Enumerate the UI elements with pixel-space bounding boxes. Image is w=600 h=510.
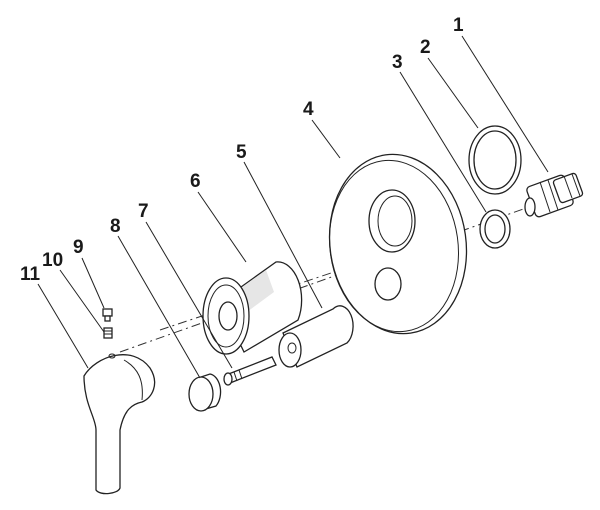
callout-1: 1 [453,15,464,36]
part-7-spindle [223,356,277,386]
callout-4: 4 [303,99,314,120]
callout-9: 9 [73,237,84,258]
part-8-cap [188,373,222,412]
callout-6: 6 [190,171,201,192]
leader-5 [243,161,323,309]
part-9-screw [102,308,113,322]
callout-5: 5 [236,142,247,163]
callout-10: 10 [42,250,64,271]
leader-1 [461,35,549,173]
leader-8 [117,235,201,379]
leader-9 [81,257,105,309]
leader-10 [59,269,105,333]
callout-8: 8 [110,216,121,237]
callout-2: 2 [420,37,431,58]
leader-7 [145,221,233,369]
part-5-sleeve [278,305,354,368]
leader-3 [399,71,487,213]
part-10-pin [103,327,113,339]
part-3-small-o-ring [479,209,511,249]
part-1-cartridge [524,172,584,218]
leader-11 [37,283,89,369]
callout-7: 7 [138,201,149,222]
callout-11: 11 [20,264,41,285]
leader-6 [197,191,247,263]
part-2-large-o-ring [468,125,522,195]
leader-4 [311,119,341,159]
callout-3: 3 [392,52,403,73]
part-6-housing [202,261,303,355]
leader-2 [427,57,479,129]
part-4-escutcheon-plate [328,153,468,335]
part-11-lever-handle [83,353,156,495]
